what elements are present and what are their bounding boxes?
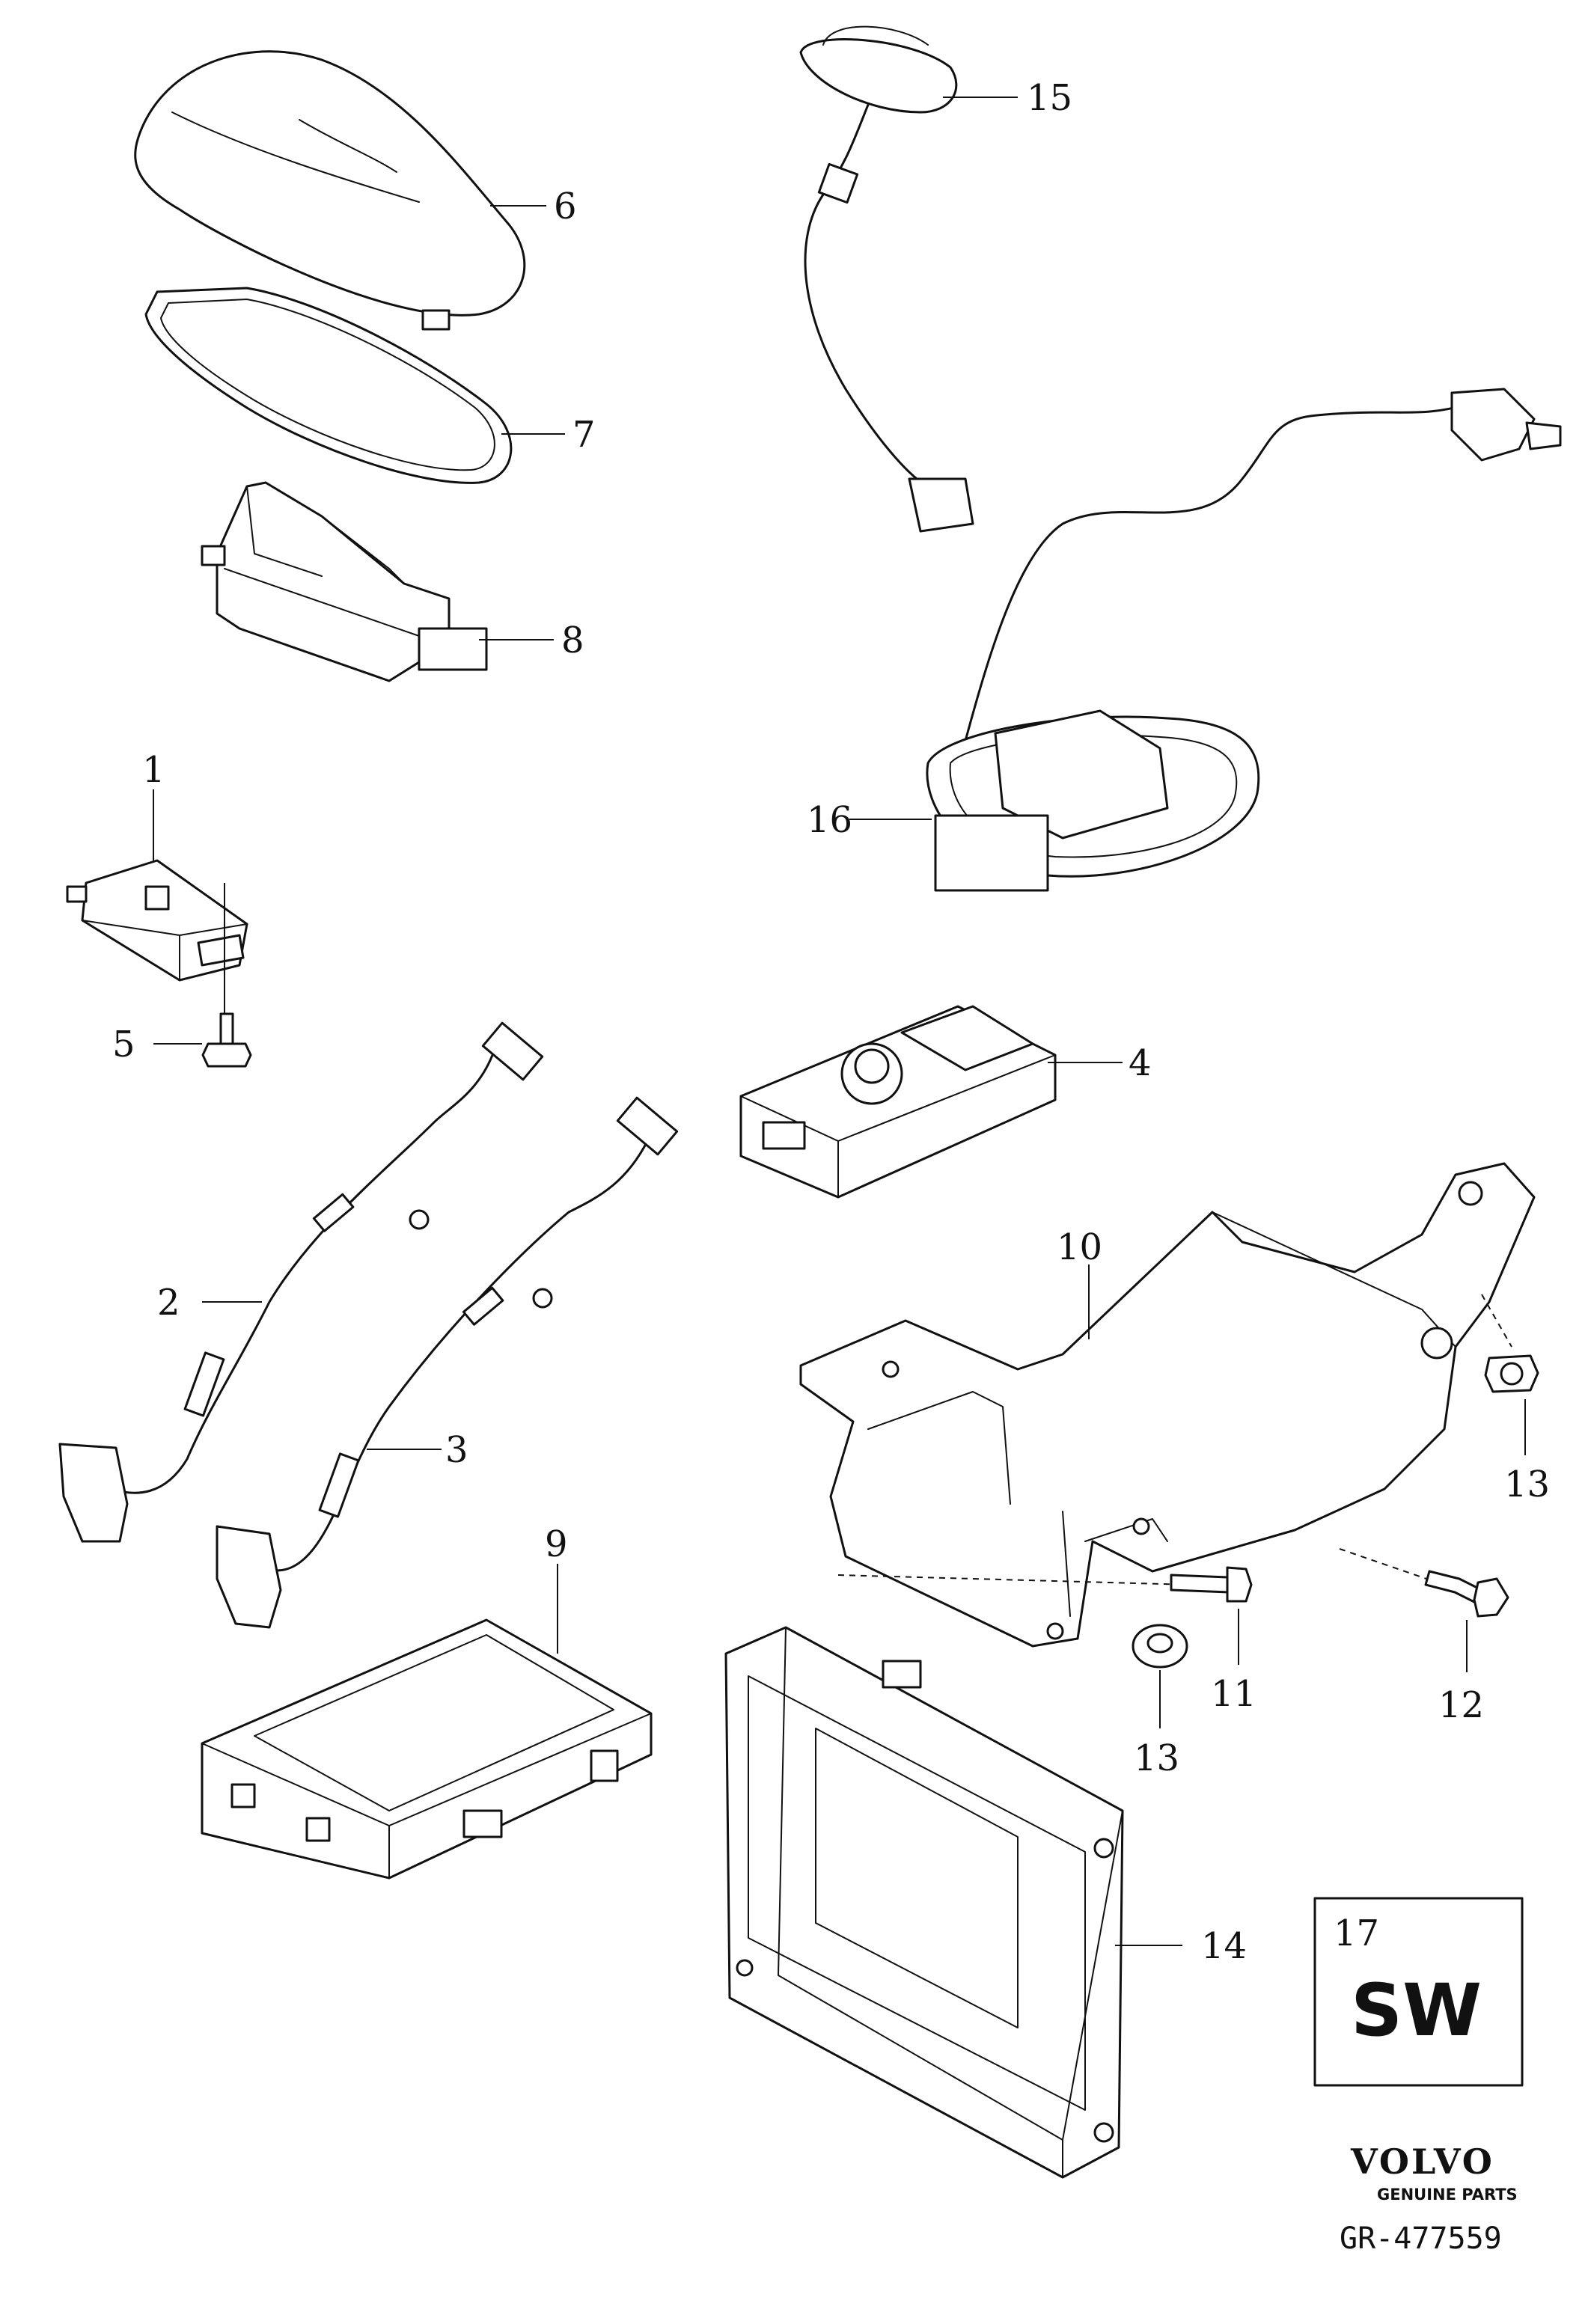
part-9-control-module (201, 1618, 653, 1880)
brand-logo: VOLVO (1350, 2141, 1494, 2182)
callout-11: 11 (1211, 1673, 1256, 1715)
part-6-antenna-cover (134, 50, 526, 331)
callout-10: 10 (1057, 1226, 1102, 1268)
callout-1: 1 (142, 749, 165, 791)
part-10-bracket (799, 1162, 1536, 1648)
brand-tagline: GENUINE PARTS (1377, 2186, 1518, 2204)
callout-14: 14 (1201, 1925, 1247, 1967)
callout-5: 5 (112, 1024, 135, 1065)
callout-13-lower: 13 (1134, 1737, 1179, 1779)
part-13-nut-lower (1132, 1624, 1188, 1669)
callout-3: 3 (445, 1429, 468, 1471)
part-14-control-unit (724, 1626, 1124, 2179)
box-code: SW (1351, 1969, 1482, 2052)
callout-15: 15 (1027, 77, 1072, 119)
part-4-module (739, 1005, 1057, 1199)
part-12-bolt (1424, 1570, 1509, 1618)
callout-16: 16 (807, 799, 852, 841)
part-2-cable (58, 1021, 544, 1543)
callout-8: 8 (561, 620, 584, 661)
part-1-small-module (66, 859, 248, 982)
part-11-bolt (1170, 1566, 1253, 1603)
callout-12: 12 (1438, 1684, 1484, 1726)
part-7-gasket (144, 287, 513, 484)
part-13-nut-right (1484, 1354, 1539, 1393)
callout-13-right: 13 (1504, 1464, 1550, 1505)
callout-2: 2 (157, 1282, 180, 1324)
part-15-sensor (799, 25, 974, 533)
callout-7: 7 (572, 414, 596, 456)
callout-6: 6 (554, 186, 577, 227)
callout-4: 4 (1129, 1042, 1152, 1084)
part-16-wiring-harness (926, 388, 1562, 892)
callout-9: 9 (545, 1523, 568, 1565)
part-8-antenna-module (201, 481, 488, 682)
part-3-cable (216, 1096, 679, 1629)
drawing-reference: GR-477559 (1340, 2221, 1502, 2256)
software-box: 17 SW (1313, 1897, 1524, 2087)
part-5-bolt (201, 1012, 252, 1068)
box-number: 17 (1334, 1912, 1379, 1954)
